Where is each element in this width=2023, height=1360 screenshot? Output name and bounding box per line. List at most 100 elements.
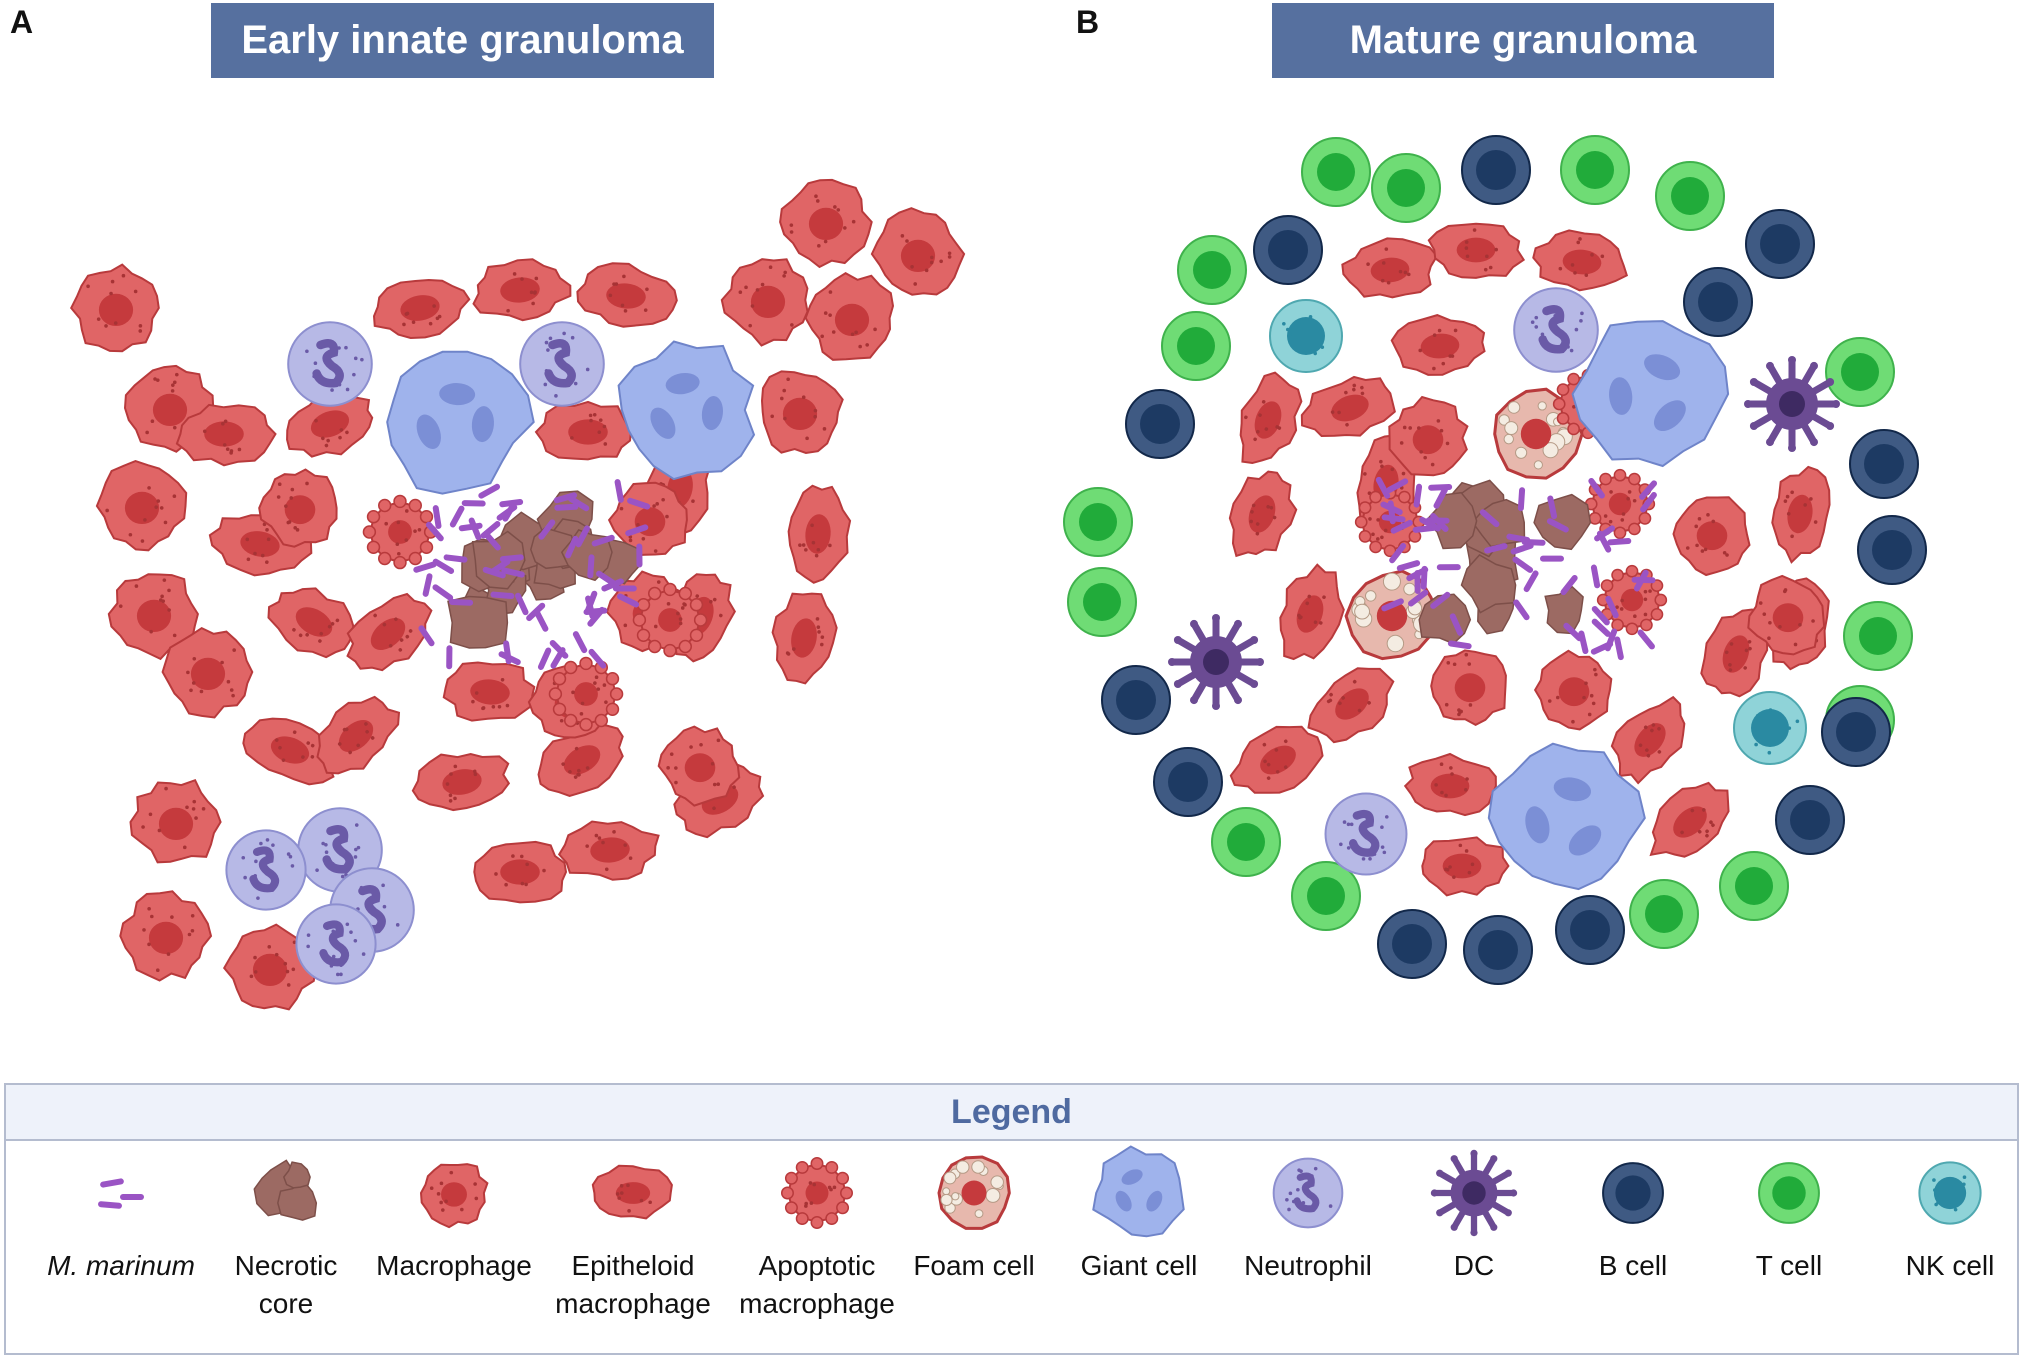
bacterium <box>554 503 579 511</box>
bacterium <box>1639 480 1658 500</box>
giant-cell-b1 <box>1571 320 1730 468</box>
macrophage-cell <box>1672 496 1751 577</box>
legend-item-epitheloid-macrophage: Epitheloid macrophage <box>553 1145 713 1323</box>
macrophage-cell <box>870 207 966 296</box>
legend-item-foam-cell: Foam cell <box>894 1145 1054 1285</box>
neutrophil-cell <box>287 321 373 407</box>
bacterium <box>1578 630 1589 655</box>
epitheloid-macrophage-cell <box>442 661 536 722</box>
bacterium <box>1523 570 1539 593</box>
bacterium <box>490 591 515 600</box>
necrotic-core-blob <box>1544 585 1584 635</box>
macrophage-cell <box>258 468 338 548</box>
panel-b-diagram <box>1063 135 1927 985</box>
nk-cell-1 <box>1269 299 1343 373</box>
legend-label-neutrophil: Neutrophil <box>1244 1250 1372 1281</box>
bacterium-glyph <box>98 1201 122 1209</box>
legend-label-necrotic-core: Necrotic core <box>234 1250 338 1319</box>
bacterium <box>1433 486 1448 509</box>
neutrophil-cell <box>1272 1157 1344 1229</box>
legend-item-neutrophil: Neutrophil <box>1228 1145 1388 1285</box>
necrotic-core-blob <box>1460 554 1517 614</box>
giant-cell-b2 <box>1487 742 1646 891</box>
t-cell-3 <box>1655 161 1725 231</box>
apoptotic-macrophage-cell <box>780 1156 854 1230</box>
giant-cell-a1 <box>386 350 535 495</box>
bacterium <box>1413 483 1423 508</box>
legend-label-nk-cell: NK cell <box>1905 1250 1995 1281</box>
t-cell-13 <box>1719 851 1789 921</box>
bacterium <box>567 495 590 512</box>
bacterium <box>585 595 596 619</box>
t-cell-6 <box>1825 337 1895 407</box>
necrotic-core-b <box>1375 476 1658 661</box>
b-cell-0 <box>1461 135 1531 205</box>
macrophage-cell <box>222 923 317 1011</box>
bacterium <box>1546 518 1569 533</box>
epitheloid-macrophage-cell <box>1341 237 1439 299</box>
macrophage-cell <box>161 626 254 719</box>
b-cell-12 <box>1463 915 1533 985</box>
legend-item-m-marinum: M. marinum <box>41 1145 201 1285</box>
b-cell-8 <box>1821 697 1891 767</box>
foam-cell-icon <box>937 1155 1011 1230</box>
bacterium <box>413 561 437 573</box>
neutrophil-cell <box>295 903 377 985</box>
epitheloid-macrophage-cell <box>411 753 511 812</box>
epitheloid-macrophage-cell <box>1228 470 1298 558</box>
bacterium <box>1594 525 1616 542</box>
bacterium <box>482 566 506 579</box>
bacterium <box>1408 589 1429 607</box>
dendritic-cell <box>1430 1149 1518 1237</box>
legend-item-nk-cell: NK cell <box>1870 1145 2023 1285</box>
bacterium <box>1390 519 1413 534</box>
necrotic-core-blob <box>1533 493 1592 551</box>
bacterium <box>1547 495 1558 520</box>
bacterium <box>432 505 442 529</box>
bacterium <box>617 593 640 608</box>
epitheloid-macrophage-icon <box>591 1164 673 1220</box>
apoptotic-macrophage-cell <box>632 582 708 658</box>
bacterium <box>627 497 651 510</box>
bacterium <box>1512 556 1534 573</box>
bacterium <box>1386 478 1409 493</box>
bacterium <box>550 647 566 669</box>
epitheloid-macrophage-cell <box>316 695 401 775</box>
b-cell-4 <box>1125 389 1195 459</box>
bacterium <box>1447 640 1472 650</box>
bacterium <box>1479 509 1500 528</box>
legend-label-dc: DC <box>1453 1250 1495 1281</box>
b-cell-13 <box>1555 895 1625 965</box>
macrophage-cell <box>1747 574 1826 656</box>
legend-label-foam-cell: Foam cell <box>913 1250 1035 1281</box>
b-cell-6 <box>1857 515 1927 585</box>
bacterium <box>1517 487 1526 512</box>
bacterium <box>1563 622 1583 642</box>
bacterium <box>1605 595 1619 619</box>
bacterium <box>1412 524 1437 533</box>
nk-cell-2 <box>1733 691 1807 765</box>
bacterium <box>1591 606 1610 626</box>
epitheloid-macrophage-cell <box>557 820 660 881</box>
legend-label-m-marinum: M. marinum <box>47 1250 195 1281</box>
macrophage-cell <box>760 370 844 455</box>
dendritic-cell-1 <box>1744 356 1840 452</box>
bacterium <box>1590 641 1614 655</box>
bacterium <box>1396 560 1421 572</box>
macrophage-cell <box>1388 395 1469 477</box>
epitheloid-macrophage-cell <box>1279 563 1345 661</box>
epitheloid-macrophage-cell <box>267 587 355 659</box>
bacterium <box>503 640 512 665</box>
bacterium <box>1607 538 1632 546</box>
bacterium <box>1430 513 1449 533</box>
macrophage-cell <box>720 258 809 347</box>
bacterium <box>1381 598 1404 612</box>
bacterium <box>575 525 590 548</box>
bacterium <box>1430 591 1451 609</box>
bacterium <box>1560 574 1578 596</box>
epitheloid-macrophage-cell <box>175 403 277 467</box>
b-cell <box>1602 1162 1664 1224</box>
neutrophil-cell <box>519 321 605 407</box>
bacterium <box>432 558 455 574</box>
epitheloid-macrophage-cell <box>473 840 568 904</box>
